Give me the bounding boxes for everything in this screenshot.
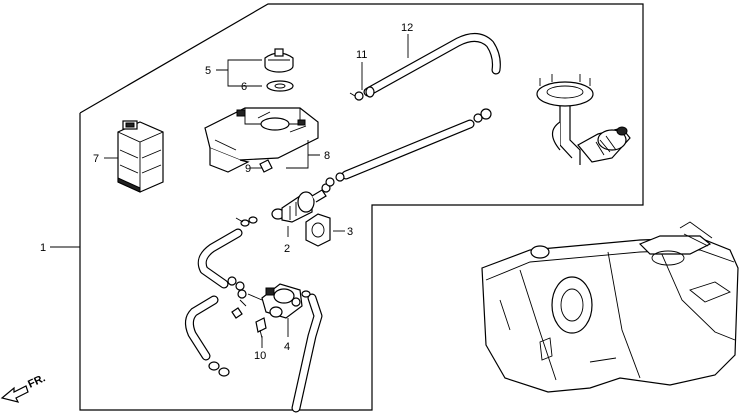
- fuel-tank: [481, 221, 739, 393]
- leader-lines: [50, 34, 409, 348]
- callout-5: 5: [205, 65, 211, 77]
- lower-right-hose: [291, 290, 323, 413]
- part-11-clip: [349, 91, 364, 101]
- part-12-hose: [363, 33, 501, 98]
- callout-6: 6: [241, 81, 247, 93]
- direction-arrow-icon: [0, 385, 29, 403]
- callout-10: 10: [254, 350, 266, 362]
- part-2-fuel-filter: [271, 177, 335, 223]
- callout-1: 1: [40, 242, 46, 254]
- part-10-nipple: [255, 317, 267, 339]
- callout-3: 3: [347, 226, 353, 238]
- group-boundary: [79, 3, 644, 411]
- part-5-cap: [264, 48, 294, 73]
- callout-7: 7: [93, 153, 99, 165]
- hose-clamp: [235, 216, 258, 227]
- callout-11: 11: [356, 49, 367, 61]
- callout-4: 4: [284, 341, 290, 353]
- lower-left-hose: [184, 295, 230, 377]
- pump-feed-hose: [335, 108, 492, 182]
- part-4-valve: [237, 283, 303, 319]
- direction-label: FR.: [26, 372, 47, 390]
- part-8-bracket: [204, 107, 319, 173]
- part-9-clip: [259, 159, 273, 173]
- part-6-washer: [266, 80, 294, 92]
- callout-2: 2: [284, 243, 290, 255]
- fuel-pump-assembly: [536, 74, 631, 165]
- front-direction-indicator: FR.: [0, 372, 47, 403]
- small-bolt: [231, 307, 243, 319]
- callout-8: 8: [324, 150, 330, 162]
- callout-9: 9: [245, 163, 251, 175]
- part-7-canister: [117, 120, 164, 193]
- filter-hose: [197, 228, 245, 291]
- part-3-mount: [305, 213, 331, 247]
- callout-12: 12: [401, 22, 413, 34]
